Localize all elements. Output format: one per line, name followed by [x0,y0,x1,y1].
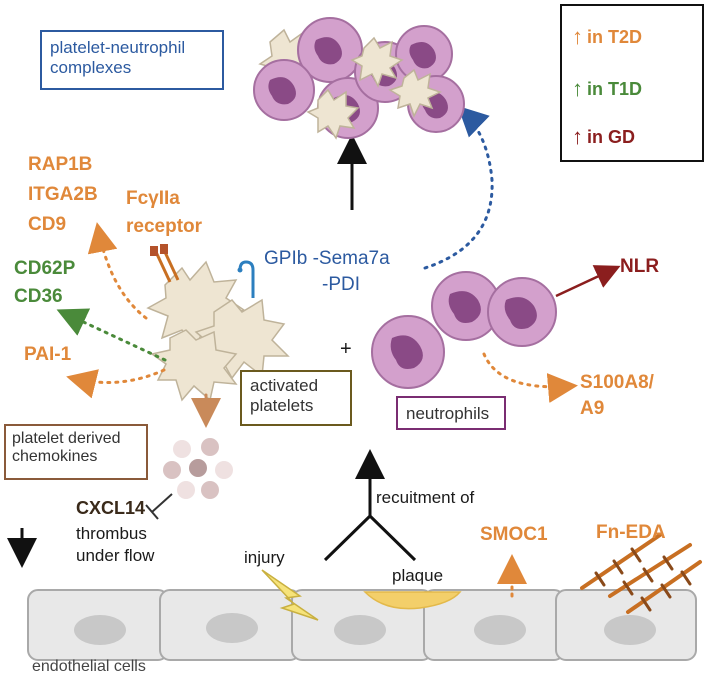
up-arrow-icon: ↑ [572,76,583,101]
plus-sign: + [340,338,352,360]
up-arrow-icon: ↑ [572,124,583,149]
cd62p-label: CD62P [14,258,76,279]
fneda-label: Fn-EDA [596,522,666,543]
itga2b-label: ITGA2B [28,184,98,205]
pai1-label: PAI-1 [24,344,72,365]
complexes-box: platelet-neutrophil complexes [40,30,224,90]
neutrophils-label: neutrophils [406,404,490,423]
plaque-label: plaque [392,566,444,585]
legend-item-t1d: ↑ in T1D [572,76,642,102]
platelet-icon [146,260,290,402]
cd9-label: CD9 [28,214,67,235]
s100a8-label-line1: S100A8/ [580,372,654,393]
activated-platelets-line2: platelets [250,396,314,415]
complex-icon [253,17,465,140]
activated-platelets-box: activated platelets [240,370,352,426]
recruitment-label: recuitment of [376,488,475,507]
chemokines-box: platelet derived chemokines [4,424,148,480]
fcg-receptor-label-line2: receptor [126,216,203,237]
legend-box: ↑ in T2D ↑ in T1D ↑ in GD [560,4,704,162]
lightning-icon [261,569,319,621]
injury-label: injury [244,548,285,567]
legend-label: in T2D [587,26,643,47]
neutrophils-box: neutrophils [396,396,506,430]
thrombus-label-line2: under flow [76,546,155,565]
legend-item-t2d: ↑ in T2D [572,24,642,50]
thrombus-label-line1: thrombus [76,524,147,543]
cd36-label: CD36 [14,286,63,307]
receptor-icon [150,244,255,298]
chemokines-line2: chemokines [12,448,98,465]
nlr-label: NLR [620,256,660,277]
complexes-label-line1: platelet-neutrophil [50,38,186,57]
cxcl14-label: CXCL14 [76,498,146,518]
activated-platelets-line1: activated [250,376,319,395]
s100a8-label-line2: A9 [580,398,605,419]
complexes-label-line2: complexes [50,58,132,77]
fcg-receptor-label-line1: FcγIIa [126,188,180,209]
gpib-label-line1: GPIb -Sema7a [264,248,390,269]
fibronectin-icon [580,533,702,614]
neutrophil-icon [371,271,557,389]
rap1b-label: RAP1B [28,154,93,175]
legend-label: in T1D [587,78,643,99]
endothelial-label: endothelial cells [32,658,146,675]
legend-item-gd: ↑ in GD [572,124,635,150]
gpib-label-line2: -PDI [322,274,360,295]
chemokines-line1: platelet derived [12,430,121,447]
smoc1-label: SMOC1 [480,524,548,545]
chemokine-icon [163,438,233,499]
endothelial-cell-icon [27,589,697,661]
legend-label: in GD [587,126,635,147]
plaque-icon [363,591,462,610]
up-arrow-icon: ↑ [572,24,583,49]
